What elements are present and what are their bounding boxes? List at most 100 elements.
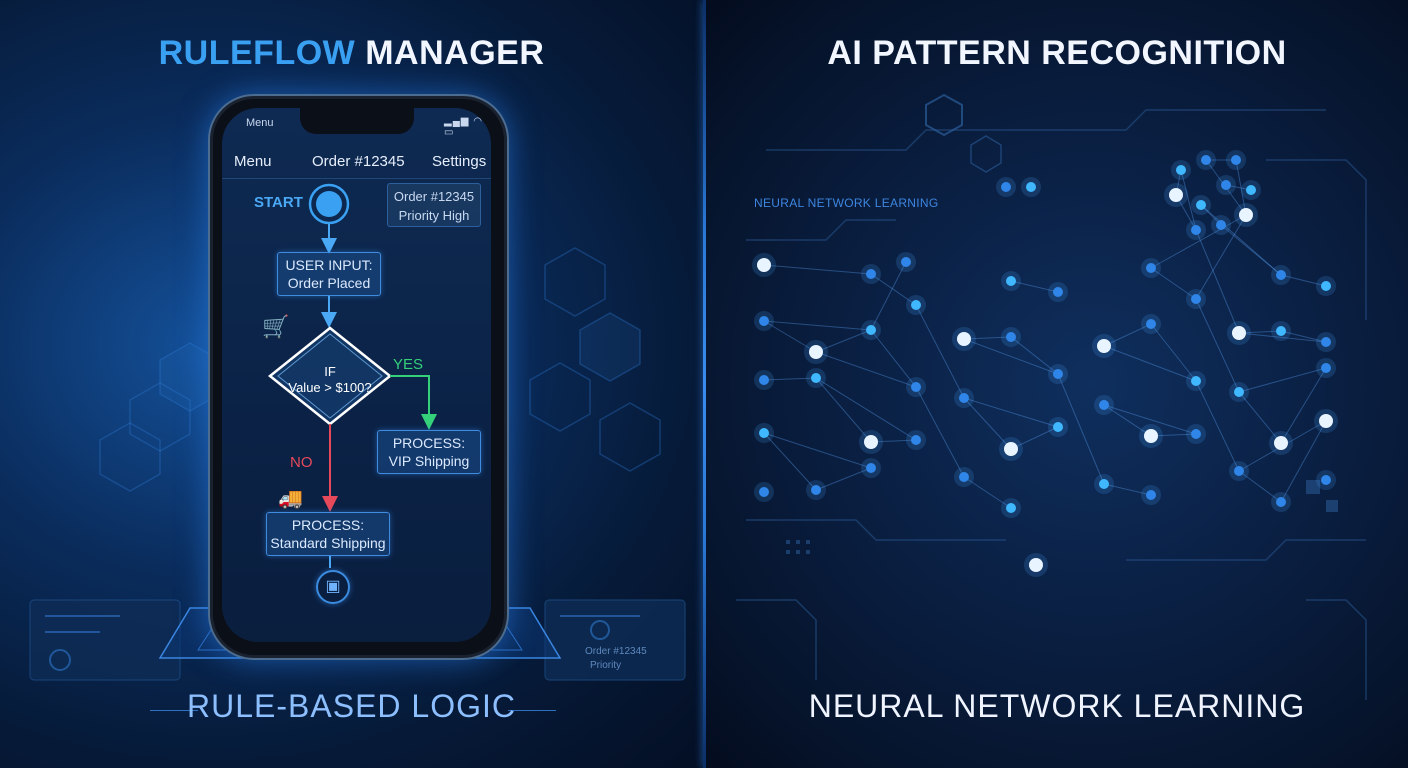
user-input-detail: Order Placed <box>287 275 371 291</box>
network-node <box>1234 466 1244 476</box>
network-node <box>1319 414 1333 428</box>
network-edge <box>963 476 1012 509</box>
network-edge <box>1235 159 1247 216</box>
vip-shipping-node[interactable]: PROCESS: VIP Shipping <box>377 430 481 474</box>
network-node <box>1006 503 1016 513</box>
network-edge <box>1238 470 1282 503</box>
network-node <box>1169 188 1183 202</box>
standard-detail: Standard Shipping <box>270 535 386 551</box>
phone-screen: Menu ▂▄▆ ◠ ▭ Menu Order #12345 Settings <box>222 108 491 642</box>
network-edge <box>1280 330 1327 343</box>
network-node <box>866 325 876 335</box>
network-edge <box>1238 330 1282 334</box>
network-node <box>1146 490 1156 500</box>
network-node <box>864 435 878 449</box>
network-node <box>1146 263 1156 273</box>
network-edge <box>1010 426 1059 450</box>
network-edge <box>870 261 907 331</box>
order-info-priority: Priority High <box>398 208 470 223</box>
network-node <box>1006 332 1016 342</box>
network-edge <box>763 377 817 381</box>
network-edge <box>1103 345 1197 382</box>
network-edge <box>1195 229 1240 334</box>
phone-device: Menu ▂▄▆ ◠ ▭ Menu Order #12345 Settings <box>208 94 509 660</box>
settings-button[interactable]: Settings <box>432 153 487 170</box>
network-node <box>911 382 921 392</box>
standard-title: PROCESS: <box>291 517 365 533</box>
network-node <box>811 485 821 495</box>
network-node <box>1216 220 1226 230</box>
network-edge <box>915 386 965 478</box>
network-edge <box>1103 404 1197 435</box>
network-node <box>1274 436 1288 450</box>
network-edge <box>1200 204 1282 276</box>
network-edge <box>815 467 872 491</box>
right-footer-label: NEURAL NETWORK LEARNING <box>808 688 1306 724</box>
truck-icon: 🚚 <box>278 488 303 510</box>
network-node <box>957 332 971 346</box>
network-node <box>1276 326 1286 336</box>
network-node <box>1176 165 1186 175</box>
network-edge <box>1180 169 1197 231</box>
network-node <box>1246 185 1256 195</box>
network-node <box>1001 182 1011 192</box>
network-edge <box>1150 267 1197 300</box>
network-edge <box>1195 380 1240 472</box>
network-node <box>1053 422 1063 432</box>
network-node <box>1196 200 1206 210</box>
bg-order-text: Order #12345 <box>585 646 647 657</box>
network-node <box>759 375 769 385</box>
order-info-id: Order #12345 <box>393 189 475 204</box>
network-node <box>1144 429 1158 443</box>
network-edge <box>915 304 965 399</box>
network-node <box>911 300 921 310</box>
network-node <box>1239 208 1253 222</box>
network-edge <box>1280 367 1327 444</box>
network-node <box>1026 182 1036 192</box>
decision-node[interactable]: IF Value > $100? <box>270 364 390 396</box>
network-edge <box>1103 483 1152 496</box>
network-node <box>1053 287 1063 297</box>
network-node <box>959 393 969 403</box>
signal-wifi-battery-icon: ▂▄▆ ◠ ▭ <box>444 116 483 138</box>
network-node <box>1321 281 1331 291</box>
network-edge <box>963 338 1059 375</box>
yes-label: YES <box>393 356 424 373</box>
network-edge <box>870 329 917 388</box>
menu-button[interactable]: Menu <box>234 153 272 170</box>
network-edge <box>763 264 872 275</box>
network-node <box>757 258 771 272</box>
network-node <box>811 373 821 383</box>
network-node <box>1321 337 1331 347</box>
network-node <box>1191 429 1201 439</box>
network-edge <box>1150 323 1197 382</box>
bg-priority-text: Priority <box>590 660 622 671</box>
network-edge <box>815 377 917 441</box>
order-title: Order #12345 <box>312 153 405 170</box>
network-node <box>1234 387 1244 397</box>
right-title: AI PATTERN RECOGNITION <box>827 34 1287 72</box>
network-node <box>1099 479 1109 489</box>
network-edge <box>763 320 817 353</box>
network-edge <box>1150 214 1247 269</box>
network-node <box>1191 225 1201 235</box>
network-node <box>759 487 769 497</box>
standard-shipping-node[interactable]: PROCESS: Standard Shipping <box>266 512 390 556</box>
circuit-background <box>736 93 1367 700</box>
network-edge <box>763 320 872 331</box>
user-input-node[interactable]: USER INPUT: Order Placed <box>277 252 381 296</box>
network-edge <box>870 273 917 306</box>
network-node <box>1146 319 1156 329</box>
network-node <box>1276 497 1286 507</box>
user-input-title: USER INPUT: <box>285 257 373 273</box>
box-icon: ▣ <box>316 570 350 604</box>
network-edge <box>1280 274 1327 287</box>
flowchart-connectors <box>267 183 437 568</box>
title-rest: MANAGER <box>355 34 545 72</box>
network-node <box>911 435 921 445</box>
network-edge <box>815 351 917 388</box>
network-edge <box>1195 214 1247 300</box>
network-node <box>1221 180 1231 190</box>
network-edge <box>963 397 1012 450</box>
network-node <box>1099 400 1109 410</box>
